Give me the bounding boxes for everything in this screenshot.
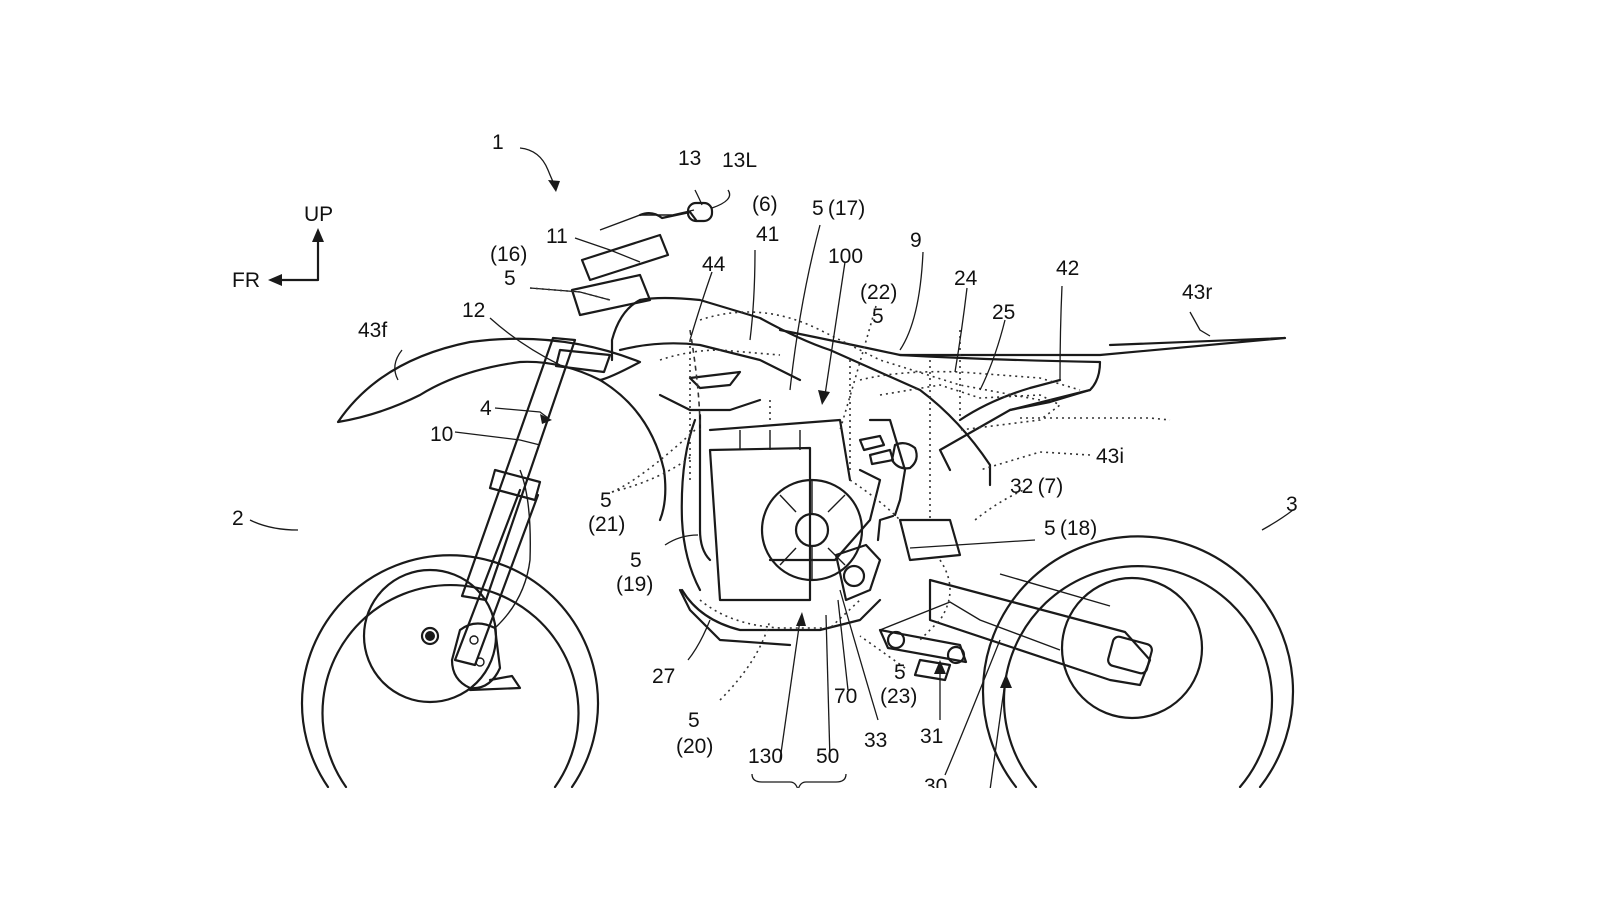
front-fender-shape (336, 337, 642, 424)
bottom-margin (0, 788, 1598, 900)
label-motor: 50 (816, 745, 840, 768)
label-body-frame-21-num: 5 (600, 489, 612, 512)
label-body-frame-19: (19) (616, 573, 654, 596)
label-body-frame-20: (20) (676, 735, 714, 758)
label-seat: 9 (910, 229, 922, 252)
label-part-6: (6) (752, 193, 778, 216)
label-stem: 12 (462, 299, 486, 322)
label-steering-shaft: 10 (430, 423, 454, 446)
label-inner-fender: 43i (1096, 445, 1125, 468)
label-body-frame-23-num: 5 (894, 661, 906, 684)
label-front-fork: 4 (480, 397, 492, 420)
label-body-frame-22: (22) (860, 281, 898, 304)
label-part-70: 70 (834, 685, 858, 708)
label-body-frame-17: 5 (17) (812, 197, 866, 220)
label-head-pipe: 11 (546, 225, 568, 248)
label-body-frame-18: 5 (18) (1044, 517, 1098, 540)
label-body-frame-22-num: 5 (872, 305, 884, 328)
foot-step (878, 628, 968, 682)
leader-lines (249, 189, 1294, 791)
orientation-indicator (268, 228, 324, 286)
label-body-frame-21: (21) (588, 513, 626, 536)
label-front-fender: 43f (358, 319, 388, 342)
label-grip-left: 13L (722, 149, 758, 172)
label-part-27: 27 (652, 665, 676, 688)
front-fork (453, 201, 714, 667)
vehicle-arrowhead (548, 180, 560, 192)
hidden-lines (659, 311, 1171, 641)
label-body-frame-23: (23) (880, 685, 918, 708)
label-rear-wheel: 3 (1286, 493, 1298, 516)
swing-arm (879, 573, 1153, 687)
label-body-frame-19-num: 5 (630, 549, 642, 572)
label-front-wheel: 2 (232, 507, 244, 530)
front-wheel (300, 554, 600, 789)
label-body-frame-16-num: 5 (504, 267, 516, 290)
label-part-33: 33 (864, 729, 888, 752)
fender-stay (598, 378, 667, 522)
label-step: 31 (920, 725, 944, 748)
label-part-130: 130 (748, 745, 784, 768)
label-shroud: 44 (702, 253, 726, 276)
front-label: FR (232, 269, 260, 292)
label-part-100: 100 (828, 245, 864, 268)
label-body-frame-16: (16) (490, 243, 528, 266)
label-battery: 24 (954, 267, 978, 290)
label-tank-cover: 41 (756, 223, 780, 246)
brake-caliper (450, 469, 531, 692)
label-side-cover: 42 (1056, 257, 1080, 280)
label-part-32-7: 32 (7) (1010, 475, 1064, 498)
label-vehicle: 1 (492, 131, 504, 154)
rear-wheel (981, 535, 1295, 789)
label-rear-fender: 43r (1182, 281, 1213, 304)
label-handlebar: 13 (678, 147, 702, 170)
frame-body (610, 296, 992, 647)
seat-tail (778, 328, 1287, 472)
label-part-25: 25 (992, 301, 1016, 324)
up-label: UP (304, 203, 334, 226)
label-body-frame-20-num: 5 (688, 709, 700, 732)
